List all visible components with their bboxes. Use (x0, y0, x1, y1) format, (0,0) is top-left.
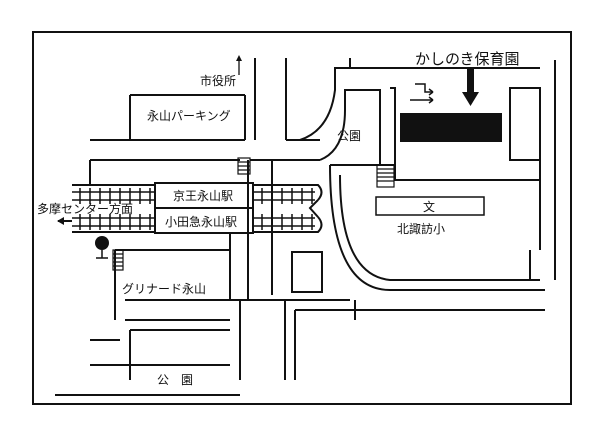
stairs-symbol (112, 157, 395, 271)
map-frame (32, 31, 572, 405)
school-mark-label: 文 (423, 199, 435, 214)
railway-right (253, 188, 315, 230)
school-building (375, 196, 485, 216)
park-label: 公園 (337, 129, 361, 143)
path-arrow-icon (410, 83, 434, 104)
odakyu-station-label: 小田急永山駅 (165, 214, 237, 229)
streets (55, 58, 556, 396)
keio-station-label: 京王永山駅 (173, 189, 233, 203)
parking-label: 永山パーキング (147, 109, 231, 123)
destination-label: かしのき保育園 (415, 50, 520, 68)
city-hall-label: 市役所 (200, 73, 236, 88)
tama-center-label: 多摩センター方面 (37, 201, 133, 216)
school-name-label: 北諏訪小 (397, 221, 445, 236)
direction-arrow (57, 217, 72, 225)
nursery-building (400, 113, 502, 142)
destination-arrow-icon (462, 68, 479, 106)
railway-left (72, 188, 155, 230)
grinade-label: グリナード永山 (122, 282, 206, 296)
up-arrow-icon (236, 55, 242, 75)
tree-symbol (95, 236, 109, 259)
lower-park-label: 公 園 (157, 373, 193, 387)
